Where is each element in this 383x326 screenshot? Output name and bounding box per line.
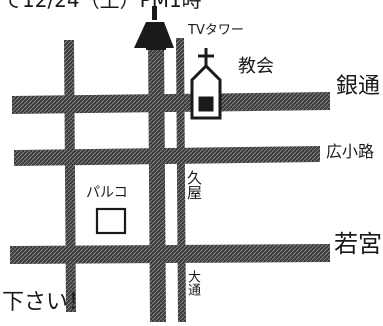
road-middle — [14, 146, 320, 166]
building-label: パルコ — [86, 185, 128, 201]
road-center-vertical — [148, 38, 166, 322]
footer-text: 下さい！ — [2, 290, 91, 315]
road-left-vertical — [64, 40, 76, 312]
header-text: で12/24（土）PM1時 — [2, 0, 202, 12]
tv-tower-icon — [134, 6, 174, 50]
street-label-2: 広小路 — [326, 142, 375, 161]
avenue-label-upper: 久屋 — [185, 170, 203, 200]
road-top — [12, 92, 330, 114]
avenue-label-lower: 大通 — [185, 270, 200, 296]
road-bottom — [10, 244, 330, 264]
parco-building-icon — [95, 207, 127, 235]
church-label: 教会 — [238, 56, 274, 77]
road-right-vertical — [176, 38, 186, 322]
street-label-1: 銀通 — [336, 74, 381, 99]
tv-tower-label: TVタワー — [188, 23, 244, 38]
street-label-3: 若宮 — [334, 230, 382, 258]
church-icon — [190, 48, 222, 120]
